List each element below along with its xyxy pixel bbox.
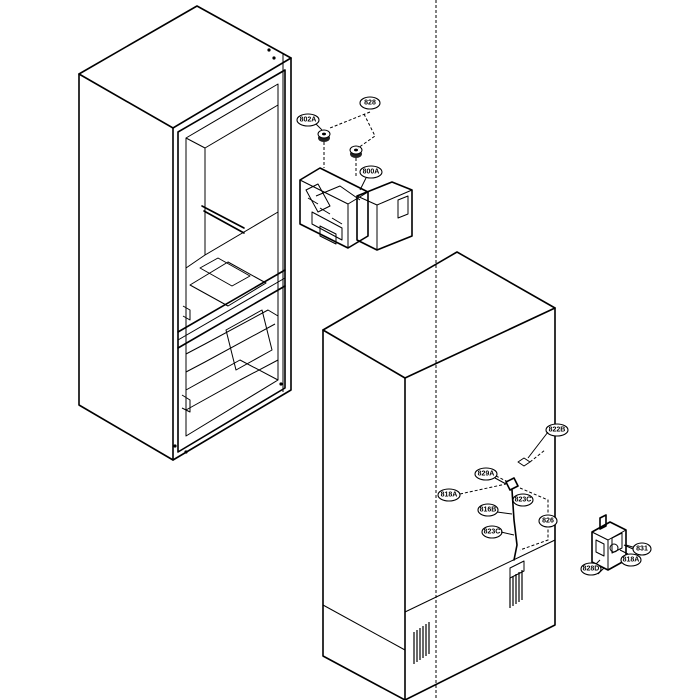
svg-text:800A: 800A — [363, 169, 380, 176]
svg-text:823C: 823C — [484, 529, 501, 536]
svg-text:823C: 823C — [515, 497, 532, 504]
rear-vent-left — [413, 622, 430, 664]
svg-text:829A: 829A — [478, 471, 495, 478]
svg-text:816B: 816B — [480, 507, 497, 514]
cabinet-rear-view — [322, 251, 556, 700]
callout-822b: 822B — [545, 423, 569, 437]
callout-818a-right: 818A — [620, 553, 642, 567]
callout-800a: 800A — [359, 165, 383, 179]
callout-823c-top: 823C — [512, 493, 534, 507]
svg-text:828D: 828D — [583, 566, 600, 573]
rear-vent-right — [509, 570, 523, 608]
grommet-802a-right — [349, 145, 363, 158]
callout-828d: 828D — [580, 562, 602, 576]
svg-text:822B: 822B — [549, 427, 566, 434]
svg-text:831: 831 — [636, 546, 648, 553]
svg-text:802A: 802A — [300, 117, 317, 124]
svg-text:818A: 818A — [441, 492, 458, 499]
icemaker-assembly — [299, 111, 413, 251]
svg-text:826: 826 — [542, 518, 554, 525]
cabinet-front-view — [78, 5, 292, 461]
callout-828: 828 — [359, 96, 381, 110]
svg-text:818A: 818A — [623, 557, 640, 564]
callout-829a: 829A — [474, 467, 498, 481]
grommet-802a-left — [317, 129, 331, 142]
callout-816b: 816B — [477, 503, 499, 517]
callout-826: 826 — [538, 514, 558, 528]
callout-802a: 802A — [296, 113, 320, 127]
svg-text:828: 828 — [364, 100, 376, 107]
callout-831: 831 — [632, 542, 652, 556]
callout-818a-left: 818A — [437, 488, 461, 502]
callout-823c-bottom: 823C — [481, 525, 503, 539]
